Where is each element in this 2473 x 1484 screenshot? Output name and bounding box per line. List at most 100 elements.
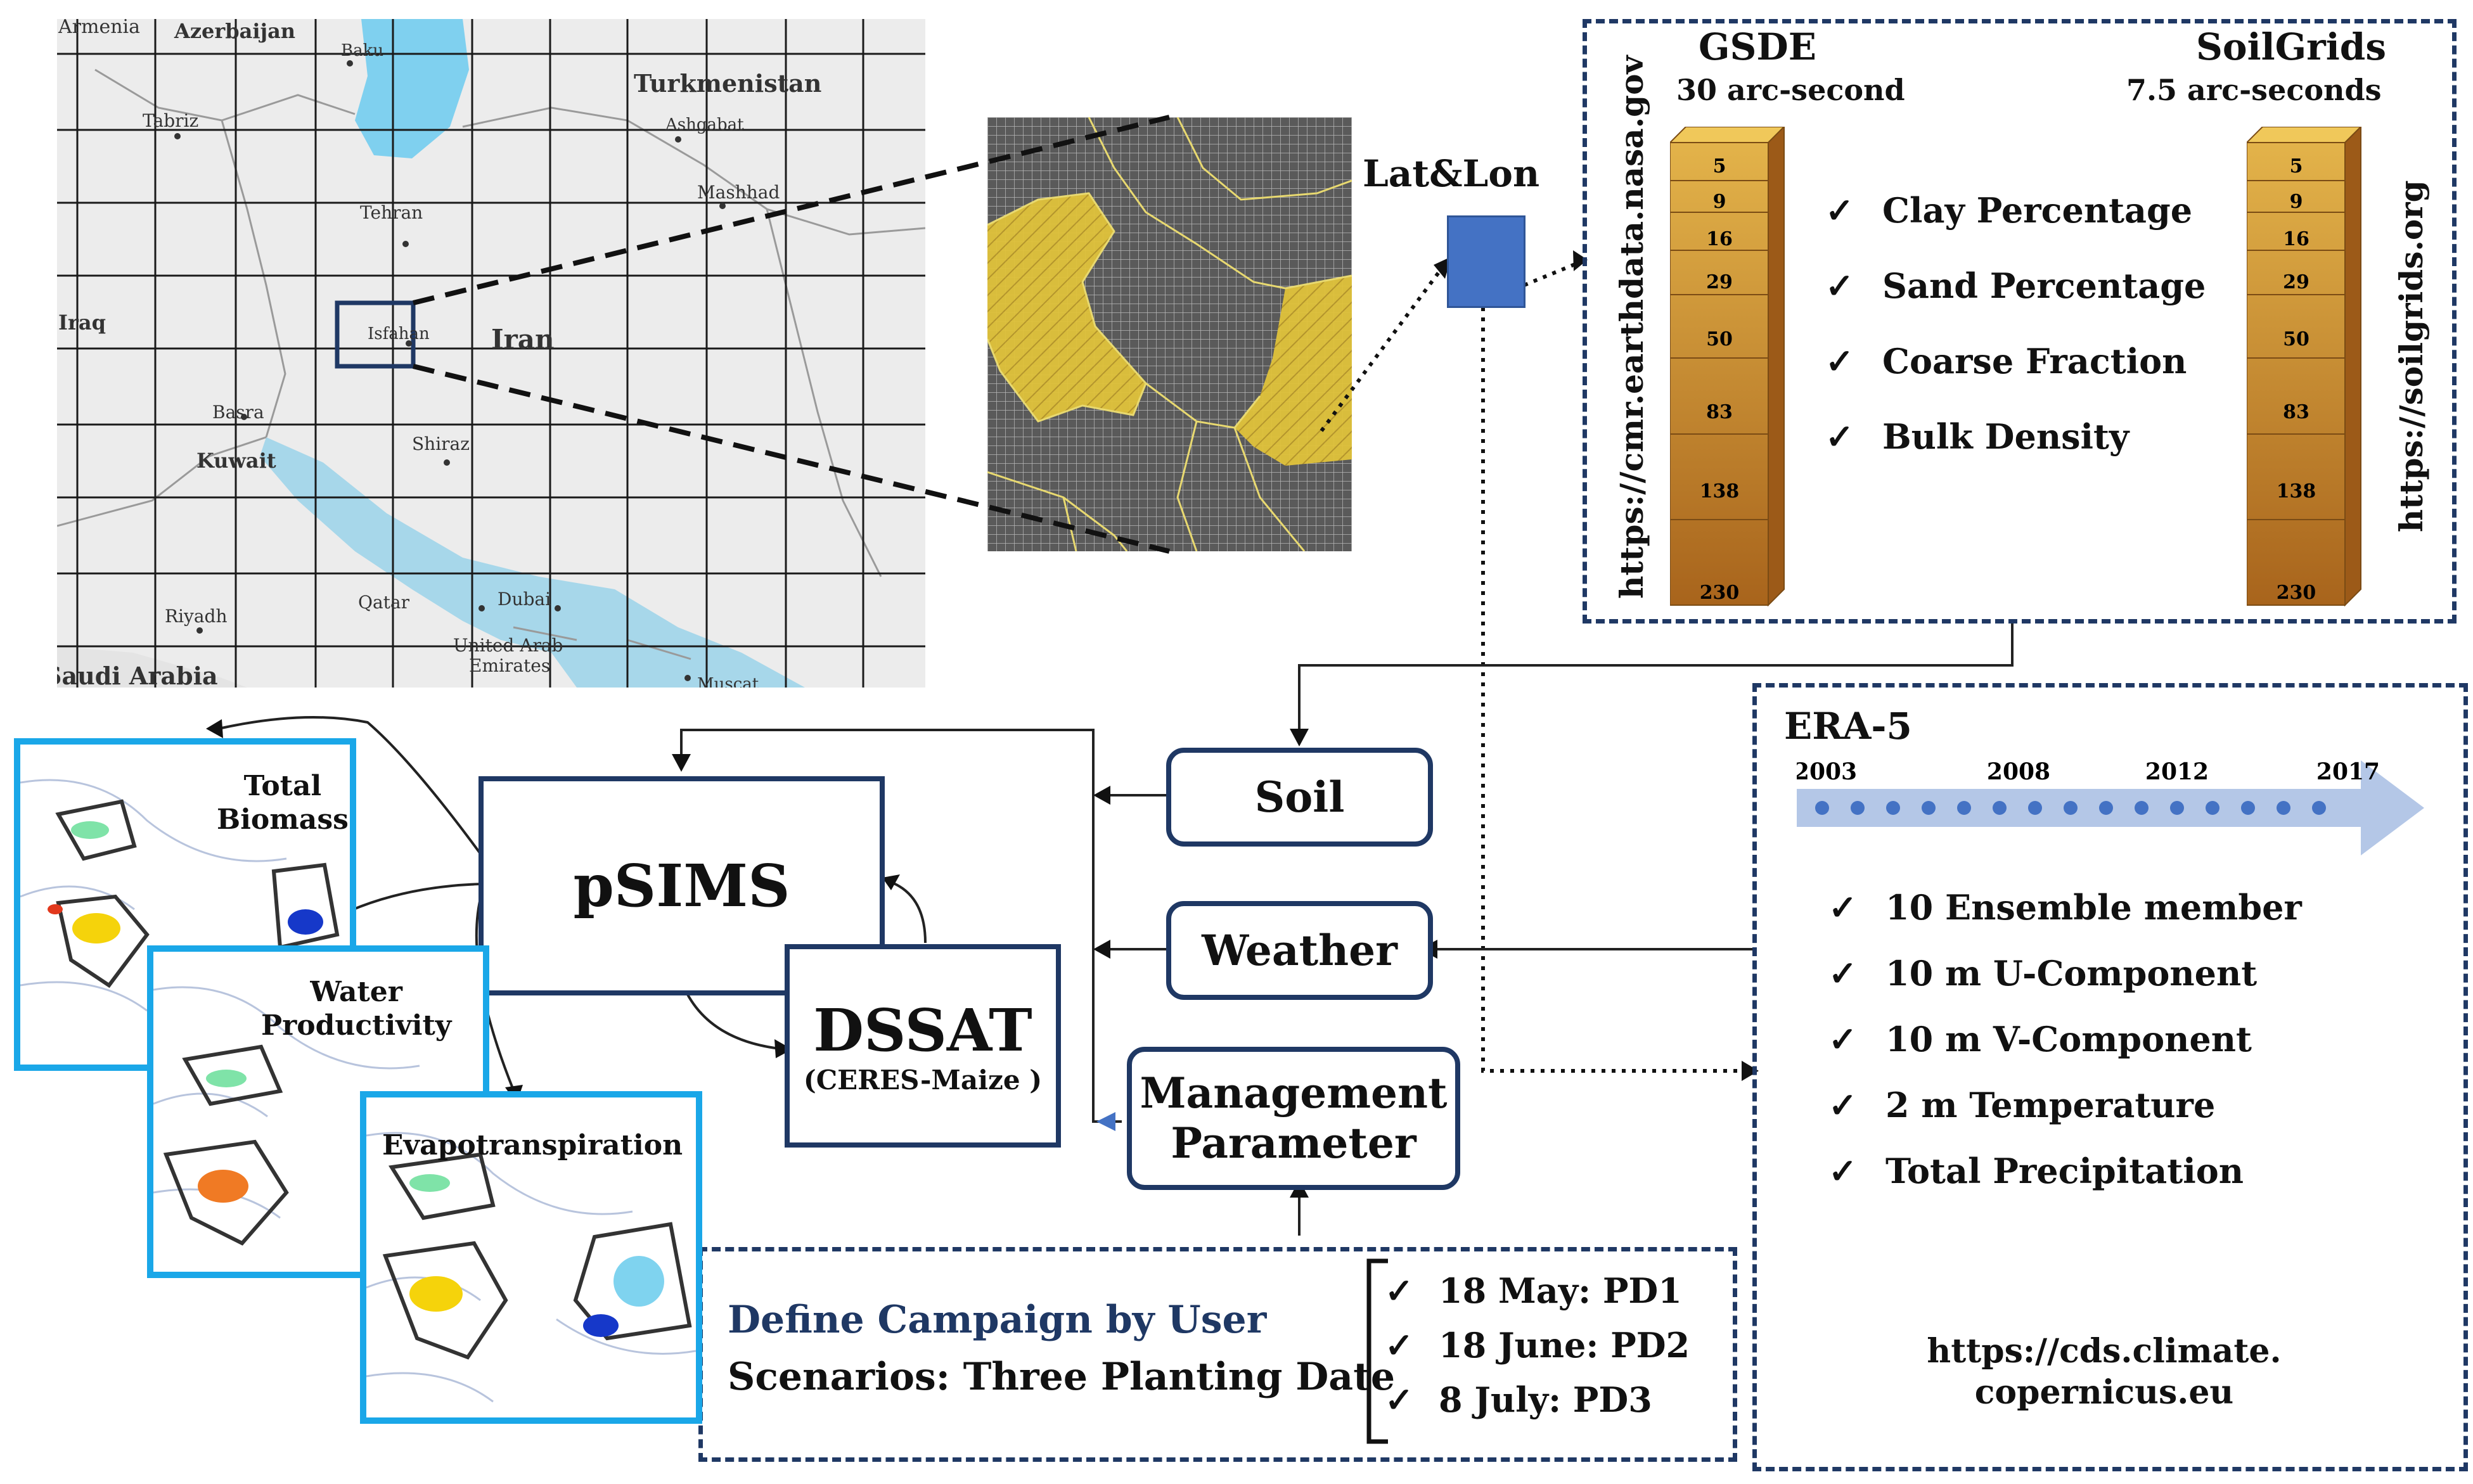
map-label: Mashhad xyxy=(697,182,780,203)
soil-property-item: ✓Clay Percentage xyxy=(1825,190,2193,231)
persian-gulf xyxy=(260,437,805,688)
planting-date-item: ✓18 June: PD2 xyxy=(1385,1325,1690,1366)
dotted-node-to-soil xyxy=(1523,261,1579,287)
depth-label: 9 xyxy=(2290,191,2303,213)
biomass-map xyxy=(20,779,340,1012)
map-label: Shiraz xyxy=(412,433,470,454)
check-icon: ✓ xyxy=(1385,1270,1414,1311)
arrow-psims-to-biomass xyxy=(218,716,483,857)
soil-property-item: ✓Coarse Fraction xyxy=(1825,341,2187,381)
depth-label: 50 xyxy=(1706,328,1733,350)
latlon-node xyxy=(1447,215,1526,308)
map-label: Tehran xyxy=(360,202,423,223)
era5-variable-list: ✓10 Ensemble member ✓10 m U-Component ✓1… xyxy=(1828,887,2302,1191)
check-icon: ✓ xyxy=(1825,265,1854,306)
depth-label: 9 xyxy=(1713,191,1726,213)
map-label: Baku xyxy=(341,41,383,60)
map-label: Iran xyxy=(491,324,555,355)
era5-variable-item: ✓10 Ensemble member xyxy=(1828,887,2302,928)
map-label: Turkmenistan xyxy=(634,69,821,98)
depth-label: 138 xyxy=(2277,480,2316,502)
campaign-title: Define Campaign by User xyxy=(728,1298,1267,1342)
dssat-subtitle: (CERES-Maize ) xyxy=(803,1065,1043,1096)
region-east xyxy=(1235,276,1352,466)
depth-label: 83 xyxy=(1706,401,1733,423)
depth-label: 29 xyxy=(2283,271,2309,293)
era5-panel xyxy=(1752,683,2468,1471)
arrowhead-blue xyxy=(1096,1112,1115,1131)
zoom-line-top xyxy=(413,115,1170,305)
water-productivity-map xyxy=(153,986,420,1246)
panel-title: Evapotranspiration xyxy=(382,1129,683,1161)
arrowhead xyxy=(1742,1061,1759,1081)
arrow-dssat-to-psims xyxy=(887,880,927,943)
depth-label: 50 xyxy=(2283,328,2309,350)
management-box: Management Parameter xyxy=(1127,1047,1460,1190)
check-icon: ✓ xyxy=(1825,341,1854,381)
check-icon: ✓ xyxy=(1828,1085,1858,1125)
soil-property-list: ✓Clay Percentage ✓Sand Percentage ✓Coars… xyxy=(1825,190,2206,457)
depth-label: 138 xyxy=(1700,480,1740,502)
management-label: Management xyxy=(1140,1068,1448,1118)
arrow-soil-source-to-soil xyxy=(1298,621,2014,732)
depth-label: 5 xyxy=(1713,155,1726,177)
timeline-year: 2008 xyxy=(1987,760,2050,785)
soil-property-item: ✓Sand Percentage xyxy=(1825,265,2206,306)
arrowhead xyxy=(1573,250,1588,271)
era5-variable-item: ✓2 m Temperature xyxy=(1828,1085,2216,1125)
check-icon: ✓ xyxy=(1828,1151,1858,1191)
check-icon: ✓ xyxy=(1828,887,1858,928)
check-icon: ✓ xyxy=(1385,1325,1414,1366)
map-label: Saudi Arabia xyxy=(57,662,218,688)
soilgrids-url: https://soilgrids.org xyxy=(2393,180,2430,532)
weather-box: Weather xyxy=(1166,901,1433,1000)
timeline-year: 2003 xyxy=(1797,760,1857,785)
latlon-label: Lat&Lon xyxy=(1363,152,1540,195)
soilgrids-resolution: 7.5 arc-seconds xyxy=(2126,73,2382,107)
depth-label: 230 xyxy=(1700,582,1740,604)
depth-label: 16 xyxy=(1706,228,1733,250)
dssat-box: DSSAT (CERES-Maize ) xyxy=(785,944,1061,1148)
map-label: Armenia xyxy=(58,19,140,38)
map-label: Iraq xyxy=(58,310,106,335)
zoom-inset xyxy=(987,117,1352,551)
era5-variable-item: ✓10 m U-Component xyxy=(1828,953,2258,994)
planting-date-item: ✓8 July: PD3 xyxy=(1385,1379,1652,1420)
map-label: Riyadh xyxy=(165,606,228,627)
era5-variable-item: ✓Total Precipitation xyxy=(1828,1151,2244,1191)
map-label: Ashgabat xyxy=(665,115,744,134)
evapotranspiration-map xyxy=(366,1132,696,1403)
planting-date-item: ✓18 May: PD1 xyxy=(1385,1270,1682,1311)
region-west xyxy=(987,193,1146,421)
dssat-title: DSSAT xyxy=(813,996,1032,1065)
map-label: Basra xyxy=(212,402,264,423)
era5-url-line: https://cds.climate. xyxy=(1927,1332,2282,1371)
map-label: Tabriz xyxy=(143,110,198,131)
isfahan-cell xyxy=(335,300,416,369)
gsde-title: GSDE xyxy=(1699,25,1816,68)
map-label: Emirates xyxy=(469,655,550,676)
depth-label: 16 xyxy=(2283,228,2309,250)
map-label: Isfahan xyxy=(368,324,430,343)
gsde-url: https://cmr.earthdata.nasa.gov xyxy=(1613,55,1650,599)
depth-label: 5 xyxy=(2290,155,2303,177)
era5-variable-item: ✓10 m V-Component xyxy=(1828,1019,2252,1059)
era5-title: ERA-5 xyxy=(1784,705,1912,748)
map-label: United Arab xyxy=(453,635,563,656)
check-icon: ✓ xyxy=(1825,416,1854,457)
dotted-node-to-era5 xyxy=(1481,307,1746,1073)
map-label: Dubai xyxy=(498,589,551,610)
campaign-scenarios: Scenarios: Three Planting Date xyxy=(728,1355,1396,1399)
planting-date-list: ✓18 May: PD1 ✓18 June: PD2 ✓8 July: PD3 xyxy=(1385,1270,1690,1420)
era5-timeline: 2003 2008 2012 2017 xyxy=(1797,760,2424,855)
management-label: Parameter xyxy=(1171,1118,1416,1168)
soil-source-panel xyxy=(1583,19,2457,624)
timeline-year: 2012 xyxy=(2145,760,2209,785)
map-label: Muscat xyxy=(697,675,759,688)
soil-property-item: ✓Bulk Density xyxy=(1825,416,2129,457)
output-panel-evapotranspiration: Evapotranspiration xyxy=(360,1091,702,1424)
soil-box: Soil xyxy=(1166,748,1433,847)
soil-column-soilgrids: 5 9 16 29 50 83 138 230 xyxy=(2247,127,2362,607)
